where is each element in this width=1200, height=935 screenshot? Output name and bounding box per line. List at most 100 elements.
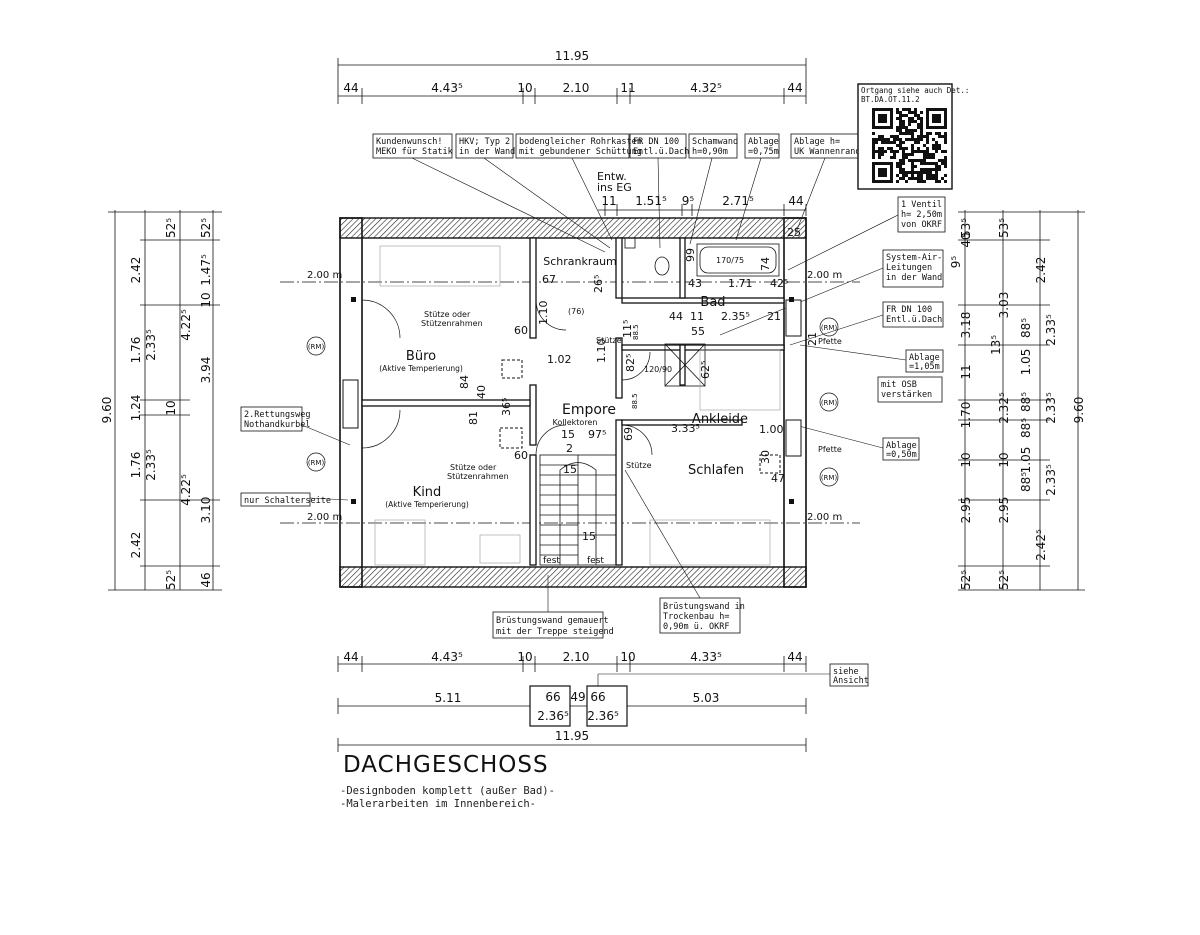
- room-schrankraum: Schrankraum: [543, 255, 617, 268]
- idim-11: 36⁵: [500, 398, 513, 416]
- idim-3: 1.10: [537, 301, 550, 326]
- dim-left-a1: 2.42: [129, 257, 143, 284]
- furniture-hints: [374, 245, 781, 566]
- dim-left-total: 9.60: [100, 397, 114, 424]
- left-dimension-lines: [108, 210, 222, 591]
- dim-bottom-total: 11.95: [555, 729, 589, 743]
- interior-labels: Stütze oder Stützenrahmen Stütze oder St…: [421, 310, 842, 566]
- dim-bottom-4: 2.10: [563, 650, 590, 664]
- dim-right-b5: 88⁵: [1019, 392, 1033, 412]
- dim-bottom-r2b-1: 2.36⁵: [537, 709, 569, 723]
- label-kollektoren: Kollektoren: [553, 418, 598, 427]
- dim-bottom-r2-5: 5.03: [693, 691, 720, 705]
- idim-14: 97⁵: [588, 428, 606, 441]
- dim-left-a5: 2.42: [129, 532, 143, 559]
- room-labels: Büro (Aktive Temperierung) Kind (Aktive …: [379, 255, 748, 509]
- dim-right-c4: 2.33⁵: [1044, 464, 1058, 496]
- bottom-dimension-lines: [337, 656, 807, 752]
- right-dimension-lines: [958, 210, 1085, 591]
- bottom-dimension-labels: 44 4.43⁵ 10 2.10 10 4.33⁵ 44 5.11 66 49 …: [343, 650, 802, 743]
- dim-bottom-1: 44: [343, 650, 358, 664]
- note-designboden: -Designboden komplett (außer Bad)-: [340, 785, 555, 797]
- idim-38: 21: [806, 332, 819, 346]
- collector-boxes: [499, 359, 781, 474]
- callout-hkv-wand: in der Wand: [459, 147, 515, 157]
- dim-bottom-r2-2: 66: [545, 690, 560, 704]
- callout-nothandkurbel: Nothandkurbel: [244, 420, 311, 430]
- idim-8: 88.5: [632, 324, 640, 340]
- label-stuetzenrahmen-2: Stützenrahmen: [447, 472, 509, 481]
- dim-top-2: 4.43⁵: [431, 81, 463, 95]
- callout-fr-dn100: FR DN 100: [633, 137, 679, 147]
- idim-20: 15: [582, 530, 596, 543]
- idim-36: 74: [759, 257, 772, 271]
- dim-left-c3: 10: [199, 292, 213, 307]
- dim-top-total: 11.95: [555, 49, 589, 63]
- level-label-4: 2.00 m: [807, 512, 842, 523]
- callout-ventil: 1 Ventil: [901, 200, 942, 210]
- label-tub: 170/75: [716, 256, 744, 265]
- dim-top-6: 4.32⁵: [690, 81, 722, 95]
- room-schlafen: Schlafen: [688, 463, 744, 478]
- dim-bottom-r2-1: 5.11: [435, 691, 462, 705]
- dim-right-b12: 52⁵: [997, 570, 1011, 590]
- dim-right-a7: 1.70: [959, 402, 973, 429]
- label-entw: Entw.: [597, 170, 627, 183]
- dim-right-c2: 2.33⁵: [1044, 314, 1058, 346]
- idim-31: 3.33⁵: [671, 422, 700, 435]
- drawing-title: DACHGESCHOSS: [343, 752, 549, 778]
- idim-21: 43: [688, 277, 702, 290]
- dim-inner-2: 1.51⁵: [635, 194, 667, 208]
- dim-right-a3: 40: [959, 232, 973, 247]
- idim-28: 55: [691, 325, 705, 338]
- level-label-1: 2.00 m: [307, 270, 342, 281]
- level-labels: 2.00 m 2.00 m 2.00 m 2.00 m: [307, 270, 842, 523]
- label-76: (76): [568, 307, 584, 316]
- label-fest-1: fest: [543, 556, 560, 566]
- dim-top-7: 44: [787, 81, 802, 95]
- idim-10: 40: [475, 385, 488, 399]
- idim-4: 60: [514, 324, 528, 337]
- callout-ablage-050-val: =0,50m: [886, 450, 917, 460]
- room-kind-sub: (Aktive Temperierung): [385, 500, 469, 509]
- callout-trockenbau-h: Trockenbau h=: [663, 612, 730, 622]
- dim-left-b4: 10: [164, 400, 178, 415]
- interior-dimensions: 67 26⁵ 1.10 60 1.02 1.10 11⁵ 88.5 84 40 …: [458, 226, 819, 543]
- label-fest-2: fest: [587, 556, 604, 566]
- callout-ventil-okrf: von OKRF: [901, 220, 942, 230]
- idim-22: 1.71: [728, 277, 753, 290]
- callout-rohrkasten: bodengleicher Rohrkasten: [519, 137, 642, 147]
- callout-ablage-050: Ablage: [886, 441, 917, 451]
- dim-right-b10: 88⁵: [1019, 472, 1033, 492]
- dim-right-b4: 1.05: [1019, 349, 1033, 376]
- idim-9: 84: [458, 375, 471, 389]
- callout-texts: Kundenwunsch! MEKO für Statik HKV; Typ 2…: [244, 137, 942, 686]
- dim-left-c5: 3.10: [199, 497, 213, 524]
- dim-right-b9: 10: [997, 452, 1011, 467]
- dim-right-c1: 2.42: [1034, 257, 1048, 284]
- dim-right-a2: 9⁵: [949, 256, 963, 269]
- callout-bruestung-gemauert: Brüstungswand gemauert: [496, 616, 609, 626]
- callout-rettungsweg: 2.Rettungsweg: [244, 410, 311, 420]
- dim-left-a4: 1.76: [129, 452, 143, 479]
- callout-schamwand-h: h=0,90m: [692, 147, 728, 157]
- callout-entl-dach-b: Entl.ü.Dach: [886, 315, 942, 325]
- level-label-3: 2.00 m: [307, 512, 342, 523]
- rm-marker-4: (RM): [821, 399, 838, 407]
- callout-verstaerken: verstärken: [881, 390, 932, 400]
- dim-top-4: 2.10: [563, 81, 590, 95]
- dim-inner-3: 9⁵: [682, 194, 695, 208]
- idim-12: 81: [467, 411, 480, 425]
- callout-schamwand: Schamwand: [692, 137, 738, 147]
- dim-left-b3: 2.33⁵: [144, 329, 158, 361]
- dim-right-b8: 1.05: [1019, 447, 1033, 474]
- idim-29: 82⁵: [624, 354, 637, 372]
- label-ins-eg: ins EG: [597, 181, 632, 194]
- callout-system-air: System-Air-: [886, 253, 942, 263]
- dim-right-a1: 53⁵: [959, 218, 973, 238]
- inner-top-chain: [598, 204, 807, 216]
- idim-5: 1.02: [547, 353, 572, 366]
- callout-ablage-075-val: =0,75m: [748, 147, 779, 157]
- callout-schalterseite: nur Schalterseite: [244, 496, 331, 506]
- idim-7: 11⁵: [621, 320, 634, 338]
